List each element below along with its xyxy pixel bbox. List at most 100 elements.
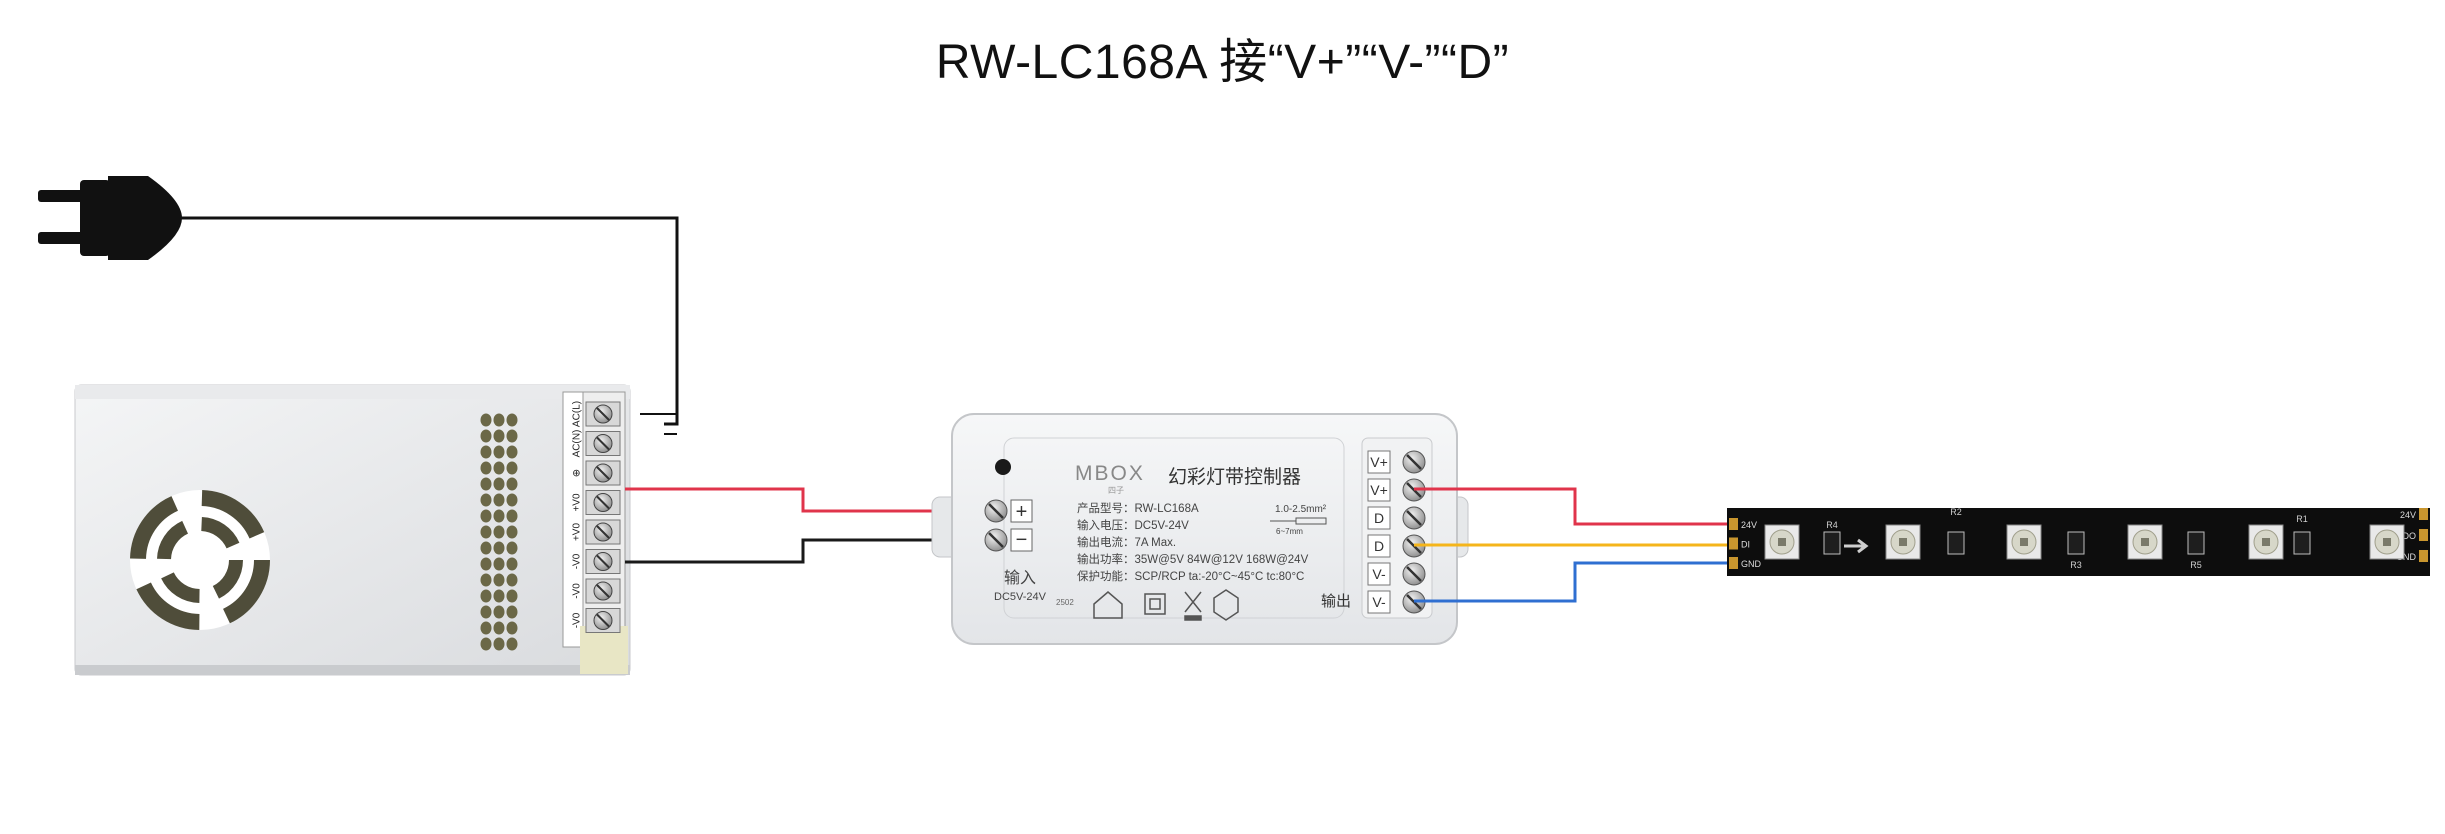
vent-hole <box>506 589 518 603</box>
output-terminal-label: V- <box>1372 594 1386 610</box>
output-terminal-label: D <box>1374 510 1384 526</box>
psu-terminal-label: AC(N) <box>572 430 583 458</box>
output-terminal-box <box>1367 506 1391 530</box>
page-title: RW-LC168A 接“V+”“V-”“D” <box>935 36 1510 89</box>
psu-terminal-label: +V0 <box>572 523 583 542</box>
resistor <box>1947 531 1965 555</box>
vent-hole <box>480 573 492 587</box>
certification-icons <box>1093 589 1239 621</box>
output-terminal-label: V+ <box>1370 482 1388 498</box>
vent-hole <box>480 413 492 427</box>
pad-label: DO <box>2403 531 2417 541</box>
vent-holes <box>480 413 518 651</box>
wire-gauge-label: 1.0-2.5mm² <box>1275 504 1327 515</box>
pad-label: DI <box>1741 540 1750 550</box>
strip-length-label: 6~7mm <box>1276 527 1303 536</box>
psu-terminal-label: -V0 <box>572 553 583 569</box>
positive-wire <box>625 487 996 513</box>
output-terminal-label: V+ <box>1370 454 1388 470</box>
status-led <box>995 459 1011 475</box>
vent-hole <box>480 557 492 571</box>
ac-cable-split <box>640 413 677 435</box>
vent-hole <box>506 445 518 459</box>
vent-hole <box>493 605 505 619</box>
resistor <box>2067 531 2085 555</box>
psu-terminal-label: AC(L) <box>572 401 583 427</box>
psu-terminal-label: -V0 <box>572 583 583 599</box>
brand-logo: MBOX <box>1075 462 1145 485</box>
psu-terminal-label: -V0 <box>572 612 583 628</box>
vent-hole <box>480 509 492 523</box>
output-label: 输出 <box>1321 593 1351 610</box>
vent-hole <box>480 429 492 443</box>
output-terminal-block: V+V+DDV-V- <box>1367 450 1426 614</box>
direction-arrow-icon <box>1844 538 1869 554</box>
vent-hole <box>506 493 518 507</box>
strip-leds <box>1764 524 2405 560</box>
solder-pad <box>1729 557 1738 569</box>
vent-hole <box>493 637 505 651</box>
indoor-use-icon <box>1093 591 1123 619</box>
resistor <box>2293 531 2311 555</box>
vent-hole <box>480 605 492 619</box>
output-terminal-box <box>1367 590 1391 614</box>
output-terminal-box <box>1367 562 1391 586</box>
solder-pad <box>1729 537 1738 550</box>
spec-output-current: 输出电流：7A Max. <box>1077 535 1176 549</box>
negative-wire <box>625 538 996 564</box>
vent-hole <box>480 461 492 475</box>
input-voltage-label: DC5V-24V <box>994 591 1047 603</box>
vent-hole <box>493 573 505 587</box>
resistor-label: R3 <box>2070 560 2082 570</box>
vent-hole <box>480 525 492 539</box>
pad-label: GND <box>2396 552 2417 562</box>
vent-hole <box>506 621 518 635</box>
solder-pad <box>2419 550 2428 562</box>
output-terminal-box <box>1367 450 1391 474</box>
resistor-label: R2 <box>1950 507 1962 517</box>
spec-input-voltage: 输入电压：DC5V-24V <box>1077 518 1189 532</box>
pad-label: GND <box>1741 559 1762 569</box>
vent-hole <box>493 557 505 571</box>
output-terminal-box <box>1367 534 1391 558</box>
strip-output-pads: 24V DO GND <box>2396 508 2428 562</box>
output-positive-wire <box>1414 487 1735 526</box>
class-ii-icon <box>1144 593 1166 615</box>
fan-grille-icon <box>130 490 270 630</box>
vent-hole <box>493 477 505 491</box>
vent-hole <box>506 573 518 587</box>
vent-hole <box>493 493 505 507</box>
weee-icon <box>1184 591 1202 613</box>
led-controller: + − 输入 DC5V-24V MBOX 四子 幻彩灯带控制器 产品型号：RW-… <box>931 413 1469 645</box>
input-minus-label: − <box>1016 529 1028 551</box>
vent-hole <box>506 477 518 491</box>
spec-protection: 保护功能：SCP/RCP ta:-20°C~45°C tc:80°C <box>1077 569 1304 583</box>
controller-name: 幻彩灯带控制器 <box>1168 466 1301 488</box>
output-terminal-box <box>1367 478 1391 502</box>
power-plug-icon <box>38 176 182 260</box>
vent-hole <box>493 445 505 459</box>
vent-hole <box>506 429 518 443</box>
vent-hole <box>480 445 492 459</box>
vent-hole <box>506 461 518 475</box>
input-plus-label: + <box>1016 501 1028 523</box>
vent-hole <box>506 557 518 571</box>
output-terminal-label: D <box>1374 538 1384 554</box>
rcm-icon <box>1213 589 1239 621</box>
ground-wire <box>1414 561 1735 603</box>
resistor-label: R1 <box>2296 514 2308 524</box>
resistor <box>2187 531 2205 555</box>
pad-label: 24V <box>2400 510 2416 520</box>
brand-subtitle: 四子 <box>1108 486 1124 495</box>
vent-hole <box>493 461 505 475</box>
solder-pad <box>1729 518 1738 530</box>
solder-pad <box>2419 508 2428 520</box>
vent-hole <box>493 525 505 539</box>
vent-hole <box>506 541 518 555</box>
vent-hole <box>506 509 518 523</box>
